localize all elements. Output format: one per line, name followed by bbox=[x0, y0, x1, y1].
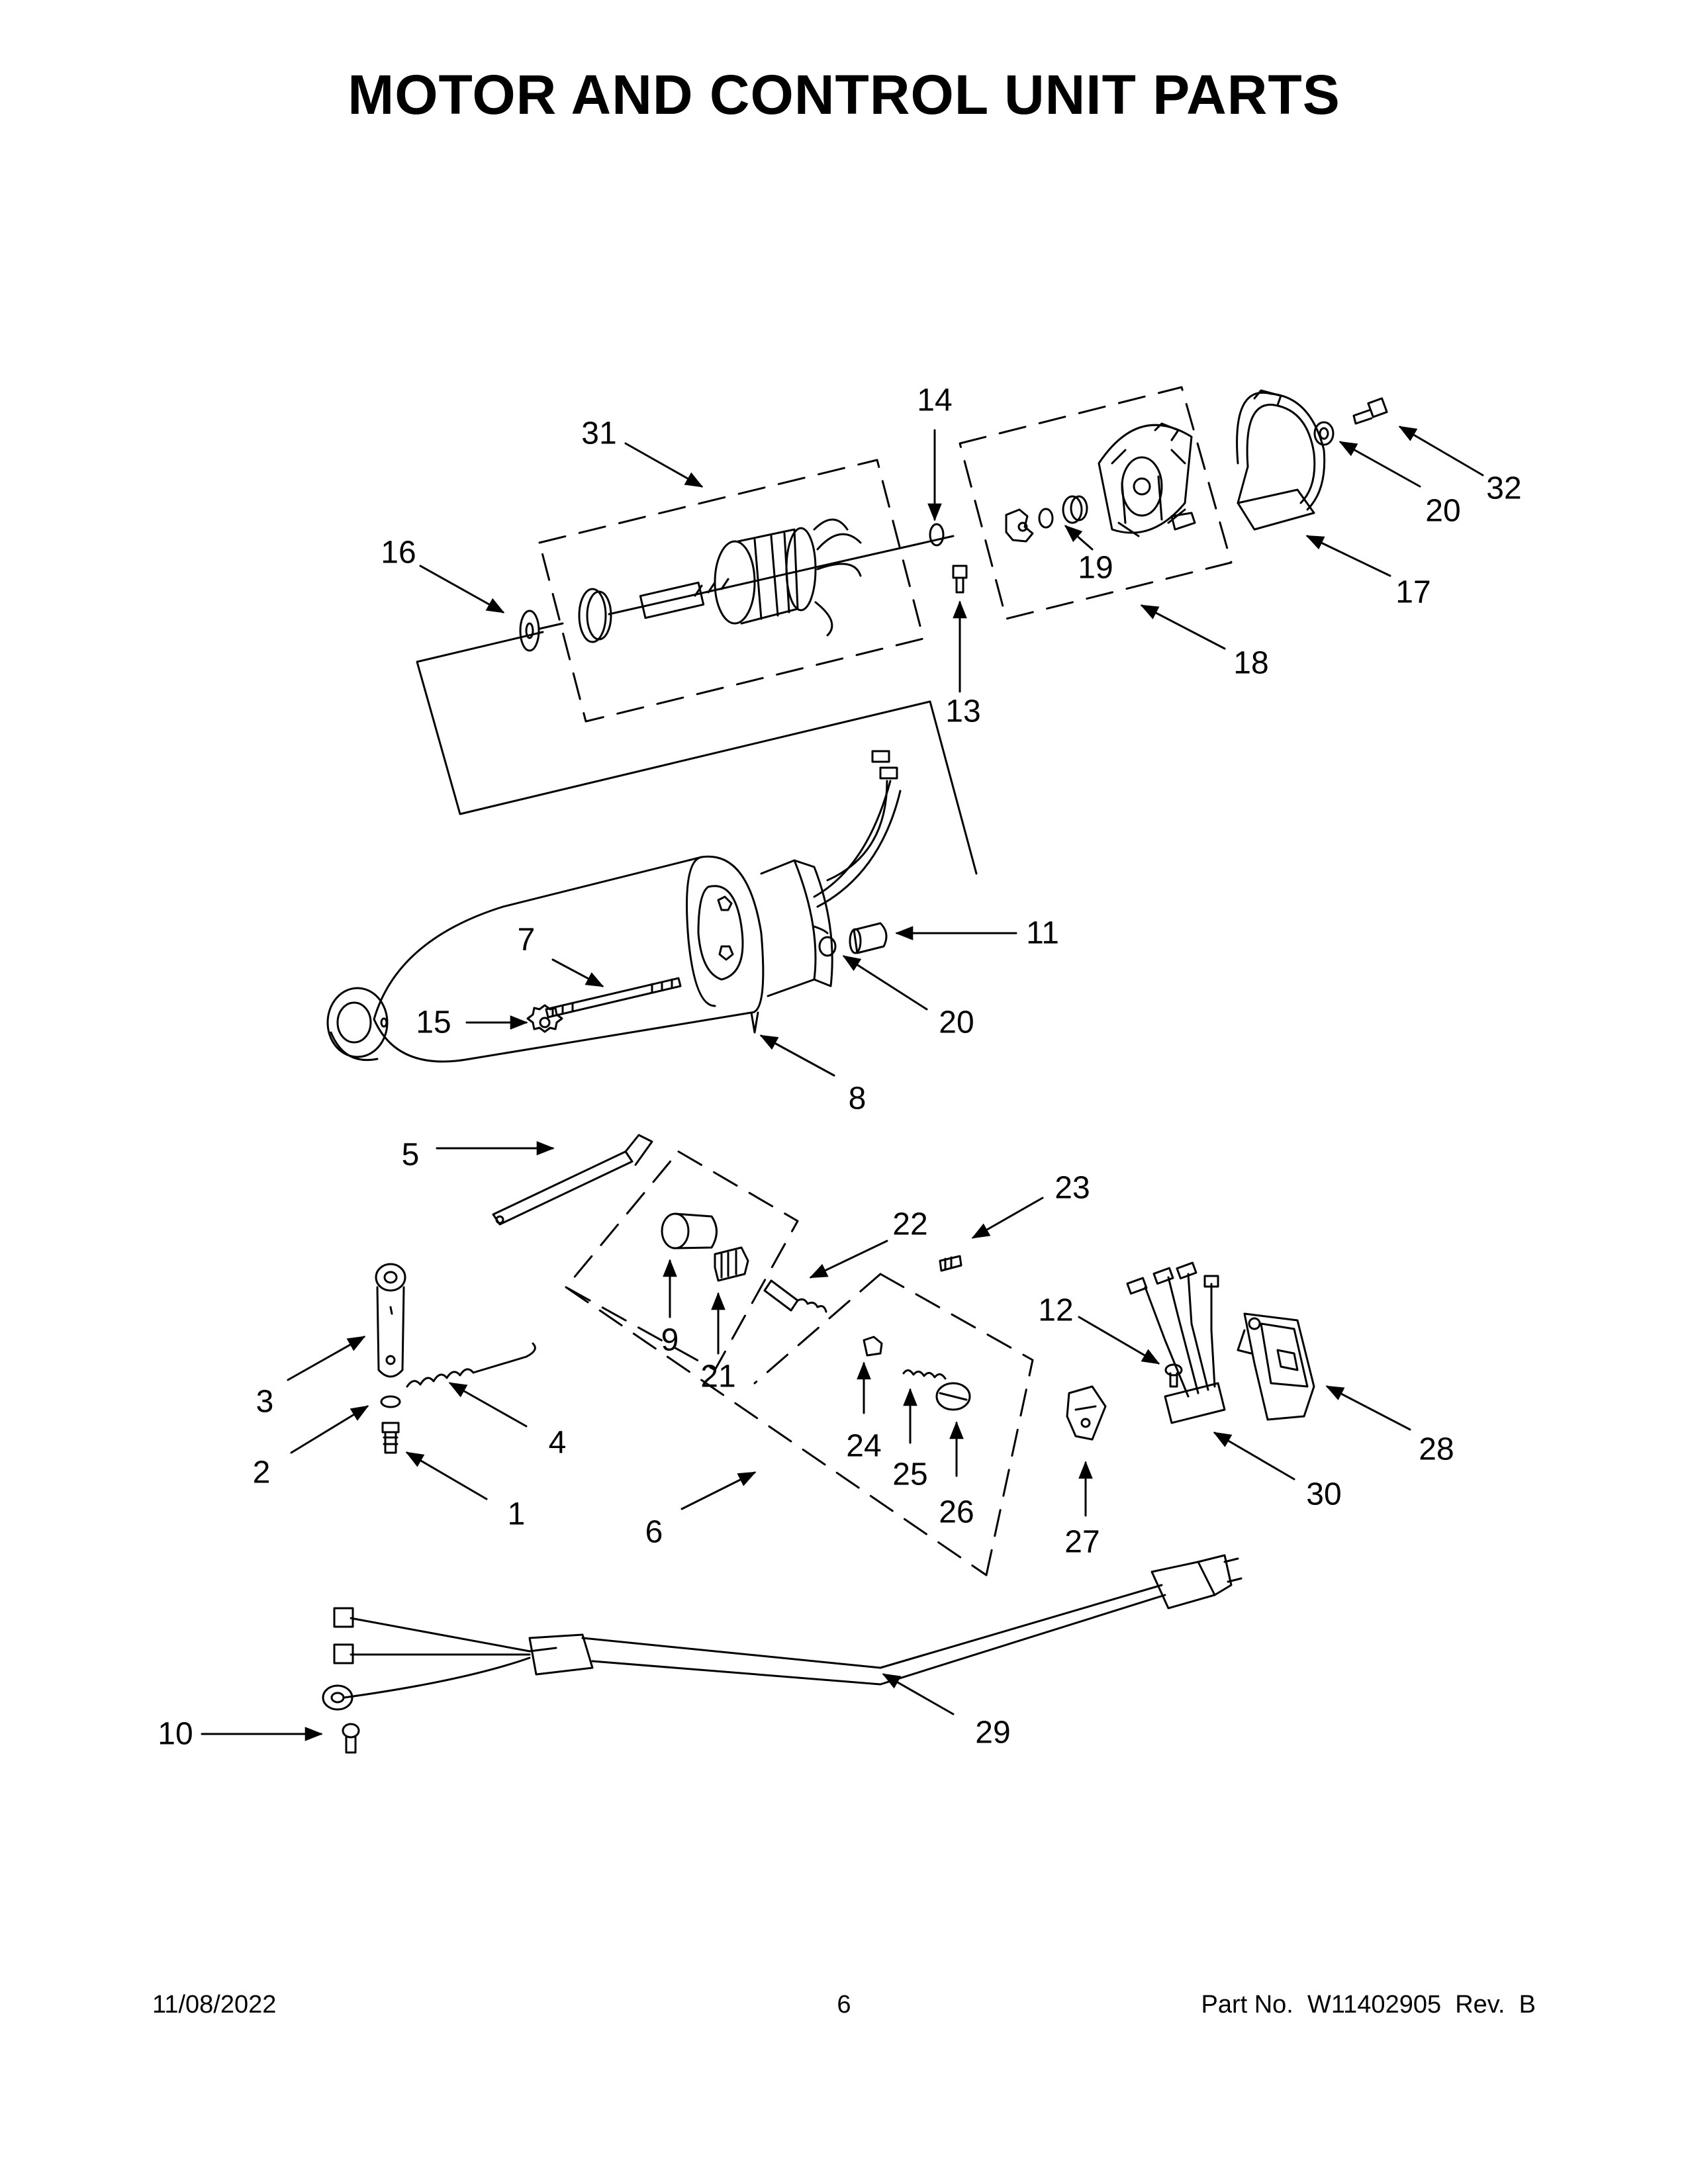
nut-part bbox=[818, 936, 837, 957]
spring-part bbox=[406, 1342, 536, 1388]
callout-6: 6 bbox=[645, 1515, 663, 1550]
lever-part bbox=[375, 1263, 406, 1378]
leader-17 bbox=[1305, 535, 1391, 577]
end-bell-group-box bbox=[959, 386, 1233, 620]
callout-17: 17 bbox=[1395, 575, 1430, 610]
footer-date: 11/08/2022 bbox=[152, 1991, 277, 2019]
screw-part bbox=[1164, 1363, 1183, 1388]
lock-washer-part bbox=[526, 1004, 563, 1033]
washer-part bbox=[519, 610, 564, 652]
callout-18: 18 bbox=[1233, 646, 1268, 681]
callout-31: 31 bbox=[581, 416, 616, 451]
link-part bbox=[492, 1134, 653, 1226]
bearing-part bbox=[1038, 495, 1088, 529]
callout-8: 8 bbox=[849, 1081, 867, 1116]
leader-22 bbox=[809, 1240, 888, 1279]
leader-31 bbox=[624, 442, 704, 488]
callout-13: 13 bbox=[945, 694, 980, 729]
leader-32 bbox=[1398, 426, 1484, 477]
footer-part-number: Part No. W11402905 Rev. B bbox=[1201, 1991, 1536, 2019]
screw-part bbox=[342, 1723, 360, 1754]
callout-10: 10 bbox=[158, 1717, 193, 1752]
spring-part bbox=[902, 1369, 947, 1380]
leader-23 bbox=[971, 1197, 1044, 1239]
leader-20b bbox=[842, 955, 928, 1011]
page-title: MOTOR AND CONTROL UNIT PARTS bbox=[348, 64, 1340, 126]
leader-3 bbox=[287, 1336, 366, 1381]
callout-5: 5 bbox=[402, 1138, 420, 1173]
callout-26: 26 bbox=[939, 1495, 974, 1530]
callout-2: 2 bbox=[253, 1455, 271, 1490]
callout-25: 25 bbox=[892, 1457, 927, 1492]
callout-4: 4 bbox=[549, 1426, 567, 1461]
screw-part bbox=[1352, 397, 1388, 425]
leader-20a bbox=[1338, 441, 1421, 488]
governor-part bbox=[714, 1246, 749, 1282]
control-board-part bbox=[1126, 1261, 1226, 1424]
sleeve-part bbox=[849, 922, 888, 954]
leader-16 bbox=[419, 565, 505, 614]
bracket-line bbox=[416, 631, 978, 875]
armature-part bbox=[578, 518, 955, 643]
nut-part bbox=[1313, 421, 1335, 446]
screw-part bbox=[952, 565, 968, 594]
leader-19 bbox=[1064, 525, 1094, 551]
end-bell-part bbox=[1098, 422, 1196, 537]
leader-4 bbox=[448, 1382, 528, 1428]
retainer-part bbox=[1005, 508, 1034, 543]
callout-29: 29 bbox=[975, 1715, 1010, 1751]
bracket-part bbox=[1236, 389, 1326, 531]
callout-28: 28 bbox=[1419, 1432, 1454, 1467]
callout-20a: 20 bbox=[1425, 494, 1460, 529]
leader-12 bbox=[1078, 1316, 1160, 1365]
cap-part bbox=[863, 1336, 883, 1357]
governor-sleeve-part bbox=[661, 1212, 718, 1250]
callout-12: 12 bbox=[1038, 1293, 1073, 1328]
motor-housing-part bbox=[326, 750, 902, 1063]
callout-3: 3 bbox=[256, 1385, 274, 1420]
callout-9: 9 bbox=[661, 1323, 679, 1358]
callout-20b: 20 bbox=[939, 1005, 974, 1040]
screw-part bbox=[381, 1422, 400, 1454]
control-group-box bbox=[566, 1274, 1033, 1575]
callout-19: 19 bbox=[1078, 551, 1113, 586]
callout-21: 21 bbox=[700, 1359, 735, 1394]
leader-28 bbox=[1325, 1385, 1411, 1431]
callout-7: 7 bbox=[518, 923, 536, 958]
leader-2 bbox=[290, 1405, 369, 1454]
plug-part bbox=[935, 1382, 971, 1411]
callout-23: 23 bbox=[1055, 1171, 1090, 1206]
armature-group-box bbox=[538, 459, 925, 723]
callout-27: 27 bbox=[1064, 1525, 1100, 1560]
leader-7 bbox=[551, 958, 604, 987]
leader-18 bbox=[1140, 604, 1226, 650]
control-group-box bbox=[565, 1273, 1034, 1576]
callout-30: 30 bbox=[1306, 1477, 1341, 1512]
clip-part bbox=[1066, 1385, 1107, 1441]
callout-14: 14 bbox=[917, 383, 952, 418]
footer-page-number: 6 bbox=[837, 1991, 851, 2019]
callout-16: 16 bbox=[381, 535, 416, 570]
switch-bracket-part bbox=[1237, 1312, 1315, 1421]
leader-29 bbox=[882, 1673, 955, 1715]
leader-1 bbox=[405, 1451, 488, 1500]
callout-11: 11 bbox=[1026, 916, 1059, 951]
washer-part bbox=[380, 1395, 401, 1408]
leader-6 bbox=[680, 1471, 757, 1510]
callout-22: 22 bbox=[892, 1207, 927, 1242]
callout-32: 32 bbox=[1486, 471, 1521, 506]
rod-part bbox=[545, 977, 682, 1019]
callout-1: 1 bbox=[508, 1497, 526, 1532]
washer-part bbox=[929, 523, 945, 547]
callout-24: 24 bbox=[846, 1429, 881, 1464]
leader-30 bbox=[1213, 1432, 1295, 1480]
callout-15: 15 bbox=[416, 1005, 451, 1040]
spring-part bbox=[939, 1255, 962, 1272]
brush-part bbox=[763, 1279, 827, 1313]
power-cord-part bbox=[322, 1554, 1243, 1711]
leader-8 bbox=[759, 1034, 835, 1077]
governor-group-box bbox=[565, 1150, 799, 1371]
